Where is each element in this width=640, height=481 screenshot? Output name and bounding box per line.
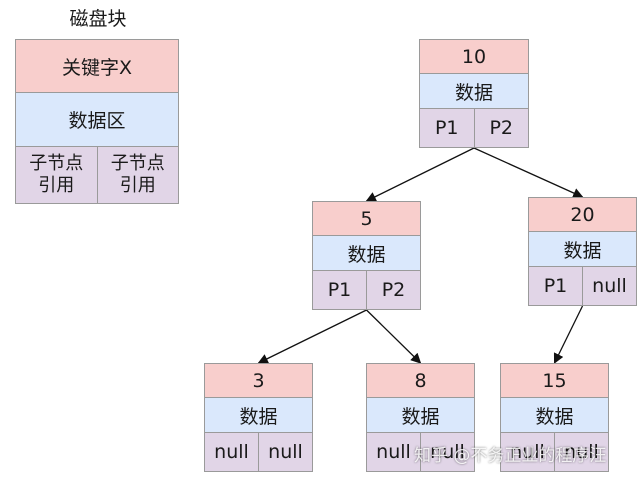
edge-n5-n3	[257, 309, 367, 364]
legend-disk-block: 关键字X 数据区 子节点 引用 子节点 引用	[15, 39, 179, 204]
node-data: 数据	[529, 232, 636, 267]
node-key: 8	[367, 364, 474, 398]
node-data: 数据	[367, 398, 474, 433]
edge-n10-n5	[365, 147, 475, 202]
edge-n5-n8	[366, 309, 422, 364]
node-pointer: null	[258, 433, 312, 471]
edge-n10-n20	[473, 147, 584, 198]
node-pointer: null	[510, 441, 545, 463]
node-data: 数据	[420, 74, 528, 109]
node-pointer: null	[420, 433, 474, 471]
legend-pointer-row: 子节点 引用 子节点 引用	[16, 147, 178, 203]
node-pointer-row: null null	[501, 433, 608, 471]
node-pointer: P1	[543, 275, 568, 297]
node-key: 20	[529, 198, 636, 232]
legend-key-field: 关键字X	[16, 40, 178, 93]
edge-n20-n15	[553, 305, 584, 364]
node-pointer: null	[376, 441, 411, 463]
node-pointer-row: P1 P2	[313, 271, 420, 309]
node-key: 10	[420, 40, 528, 74]
node-key: 5	[313, 202, 420, 236]
node-data: 数据	[205, 398, 312, 433]
node-pointer: P2	[473, 109, 529, 147]
node-pointer: null	[214, 441, 249, 463]
node-pointer: null	[582, 267, 636, 305]
node-pointer-row: null null	[367, 433, 474, 471]
node-data: 数据	[313, 236, 420, 271]
node-pointer: null	[554, 433, 608, 471]
node-key: 15	[501, 364, 608, 398]
node-pointer-row: null null	[205, 433, 312, 471]
node-data: 数据	[501, 398, 608, 433]
node-pointer: P2	[366, 271, 420, 309]
legend-child-ref-2: 子节点 引用	[96, 147, 179, 203]
legend-title: 磁盘块	[69, 8, 127, 30]
legend-child-ref-1: 子节点 引用	[29, 153, 84, 196]
node-key: 3	[205, 364, 312, 398]
legend-data-field: 数据区	[16, 93, 178, 147]
node-pointer-row: P1 P2	[420, 109, 528, 147]
node-pointer: P1	[434, 117, 459, 139]
node-pointer-row: P1 null	[529, 267, 636, 305]
watermark-text: 知乎 @不务正业的程序汪	[414, 446, 607, 466]
node-pointer: P1	[327, 279, 352, 301]
